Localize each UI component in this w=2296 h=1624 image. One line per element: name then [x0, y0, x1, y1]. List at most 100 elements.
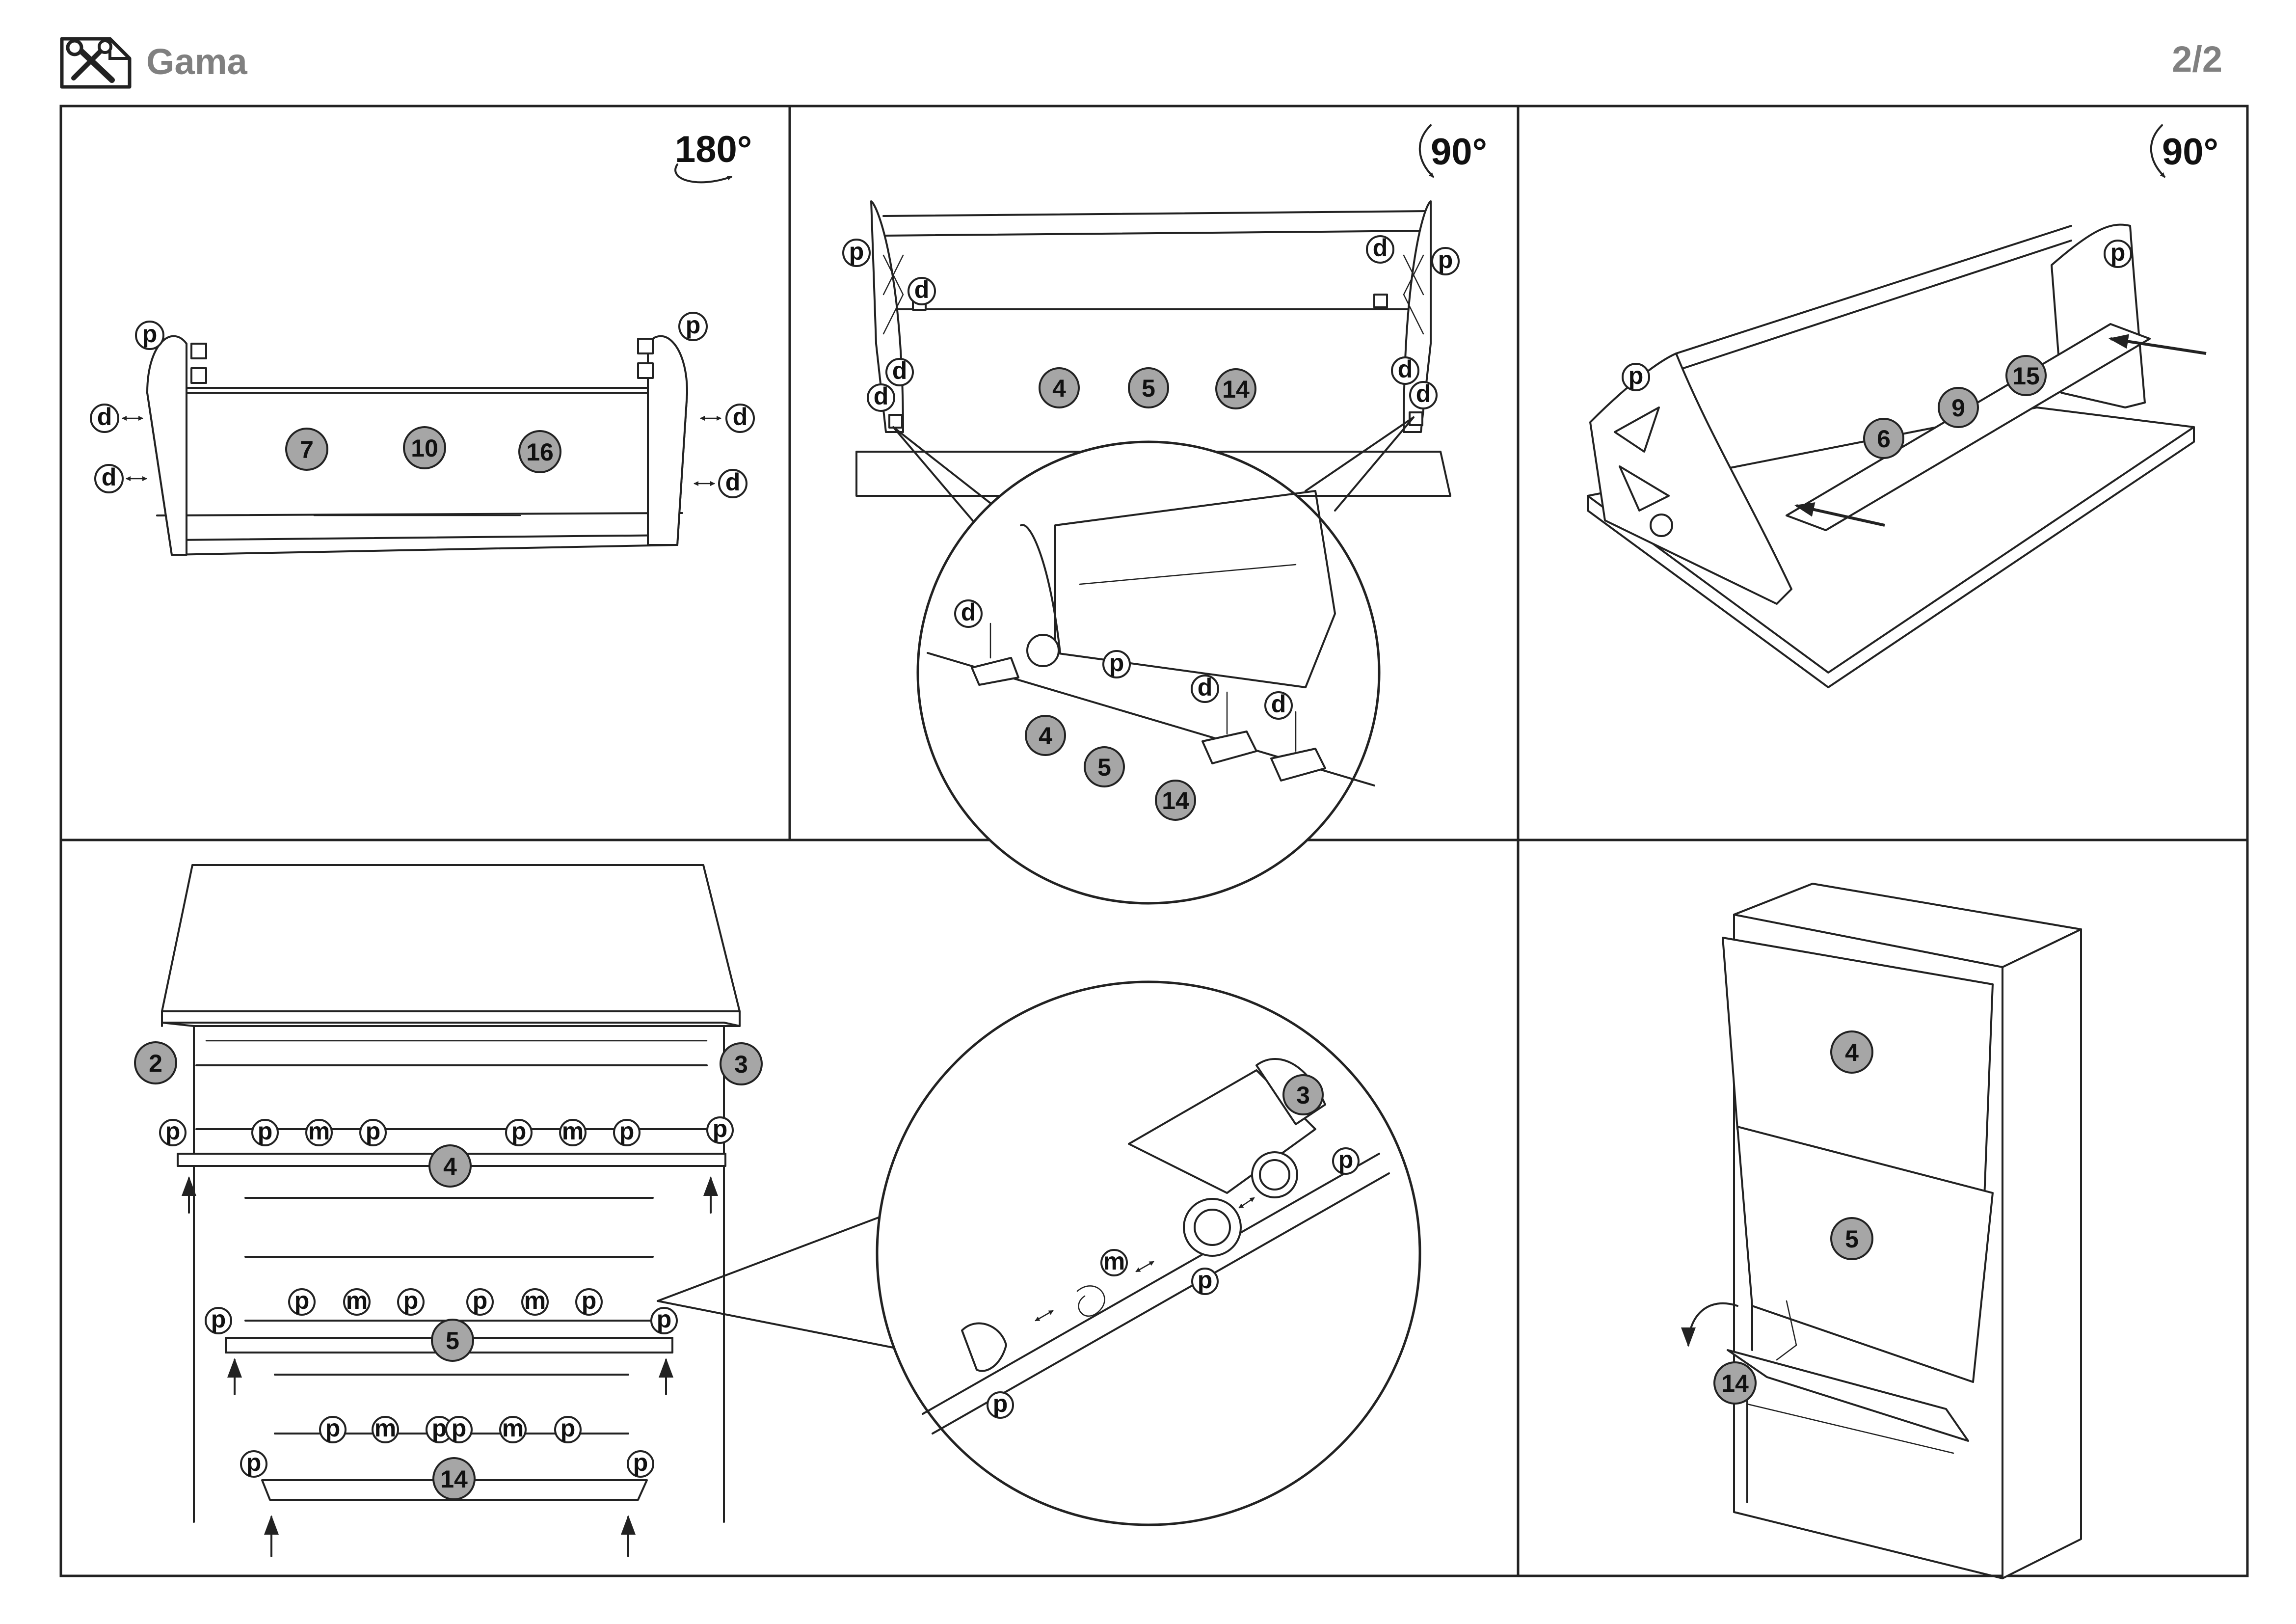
fitting-label: p	[205, 1305, 232, 1334]
svg-text:m: m	[562, 1117, 584, 1145]
fitting-label: m	[305, 1117, 333, 1146]
fitting-label: p	[359, 1117, 387, 1146]
svg-text:9: 9	[1951, 394, 1965, 422]
hinge-fitting-row-3: p p m p p m p p	[240, 1414, 654, 1478]
part-badge: 5	[1128, 367, 1169, 408]
fitting-label: p	[706, 1115, 734, 1144]
fitting-label: p	[678, 311, 708, 341]
part-badge: 4	[1830, 1030, 1873, 1074]
svg-text:p: p	[511, 1117, 527, 1145]
panel-4: 2 3 4 5 14 p p m p p m p p p p m p p m p…	[134, 864, 1421, 1557]
svg-text:5: 5	[446, 1327, 459, 1354]
cabinet-frame-on-side	[1587, 223, 2195, 688]
part-badge: 9	[1938, 387, 1979, 428]
part-badge: 5	[1084, 746, 1125, 787]
svg-text:d: d	[874, 382, 889, 410]
fitting-label: p	[319, 1414, 347, 1443]
svg-text:d: d	[892, 357, 908, 384]
fitting-label: d	[1366, 234, 1394, 264]
svg-text:5: 5	[1845, 1225, 1859, 1253]
part-badge: 14	[1215, 368, 1256, 409]
svg-text:4: 4	[1052, 375, 1066, 402]
svg-text:14: 14	[440, 1465, 468, 1493]
svg-text:2: 2	[149, 1050, 162, 1077]
fitting-label: p	[2104, 239, 2132, 268]
svg-text:3: 3	[1296, 1082, 1310, 1109]
part-badge: 14	[1155, 780, 1196, 821]
svg-text:180°: 180°	[675, 129, 752, 170]
svg-text:p: p	[849, 238, 864, 265]
fitting-label: p	[575, 1287, 603, 1316]
svg-text:p: p	[993, 1390, 1008, 1417]
fitting-label: p	[251, 1117, 279, 1146]
fitting-label: d	[1191, 674, 1219, 703]
part-badge: 5	[431, 1319, 474, 1362]
svg-text:d: d	[725, 468, 741, 496]
fitting-label: p	[159, 1117, 187, 1146]
fitting-label: p	[842, 238, 871, 267]
svg-text:5: 5	[1097, 754, 1111, 781]
svg-text:3: 3	[734, 1051, 748, 1078]
svg-text:p: p	[713, 1115, 728, 1142]
svg-text:d: d	[914, 276, 930, 303]
panel-1: 180° 7 10 16 p p d d d d	[90, 129, 755, 556]
svg-text:m: m	[502, 1414, 524, 1442]
fitting-label: p	[505, 1117, 533, 1146]
svg-text:10: 10	[411, 434, 438, 462]
svg-text:15: 15	[2012, 362, 2040, 390]
svg-text:p: p	[1198, 1266, 1213, 1294]
svg-text:d: d	[1271, 690, 1286, 718]
svg-text:4: 4	[1845, 1039, 1859, 1066]
svg-text:m: m	[374, 1414, 396, 1442]
cabinet-top	[161, 864, 741, 1523]
svg-text:p: p	[561, 1414, 576, 1442]
svg-text:d: d	[1416, 380, 1431, 407]
fitting-label: p	[650, 1305, 678, 1334]
part-badge: 6	[1863, 418, 1904, 459]
fitting-label: d	[908, 276, 936, 305]
fitting-label: p	[240, 1449, 267, 1478]
part-badge: 3	[1282, 1074, 1324, 1115]
svg-text:5: 5	[1142, 375, 1155, 402]
svg-text:p: p	[657, 1305, 672, 1333]
svg-text:p: p	[142, 320, 158, 348]
fitting-label: d	[94, 463, 124, 493]
svg-text:p: p	[366, 1117, 381, 1145]
fitting-label: m	[1100, 1247, 1128, 1276]
svg-text:p: p	[1109, 649, 1124, 677]
svg-text:p: p	[1629, 362, 1644, 389]
hinge-fitting-row-1: p p m p p m p p	[159, 1115, 734, 1146]
part-badge: 7	[285, 428, 328, 471]
svg-text:d: d	[97, 403, 112, 431]
fitting-label: m	[559, 1117, 587, 1146]
part-badge: 5	[1830, 1217, 1873, 1260]
svg-text:p: p	[1438, 246, 1453, 273]
part-badge: 4	[1025, 715, 1066, 756]
panel-2: 90° 4 5 14 p p d d d d d d	[842, 124, 1487, 905]
fitting-label: d	[954, 598, 983, 628]
fitting-label: p	[1431, 246, 1460, 275]
svg-text:p: p	[165, 1117, 181, 1145]
fitting-label: m	[372, 1414, 399, 1443]
part-badge: 4	[428, 1144, 472, 1188]
part-badge: 16	[518, 430, 561, 473]
fitting-label: p	[1332, 1146, 1360, 1175]
rotate-arrow-icon: 90°	[2150, 124, 2218, 178]
svg-text:16: 16	[526, 438, 554, 466]
fitting-label: p	[426, 1414, 453, 1443]
svg-text:d: d	[1198, 674, 1213, 701]
part-badge: 3	[720, 1042, 763, 1085]
fitting-label: d	[90, 403, 119, 433]
fitting-label: p	[627, 1449, 654, 1478]
fitting-label: d	[1391, 355, 1419, 385]
svg-text:p: p	[686, 311, 701, 339]
svg-text:4: 4	[1039, 722, 1052, 750]
svg-text:p: p	[258, 1117, 273, 1145]
svg-text:p: p	[325, 1414, 341, 1442]
cabinet-frame-upside-down	[146, 335, 688, 556]
tools-icon	[60, 37, 132, 89]
svg-text:d: d	[961, 598, 976, 626]
rotate-arrow-icon: 180°	[674, 129, 752, 184]
part-badge: 15	[2005, 355, 2047, 396]
